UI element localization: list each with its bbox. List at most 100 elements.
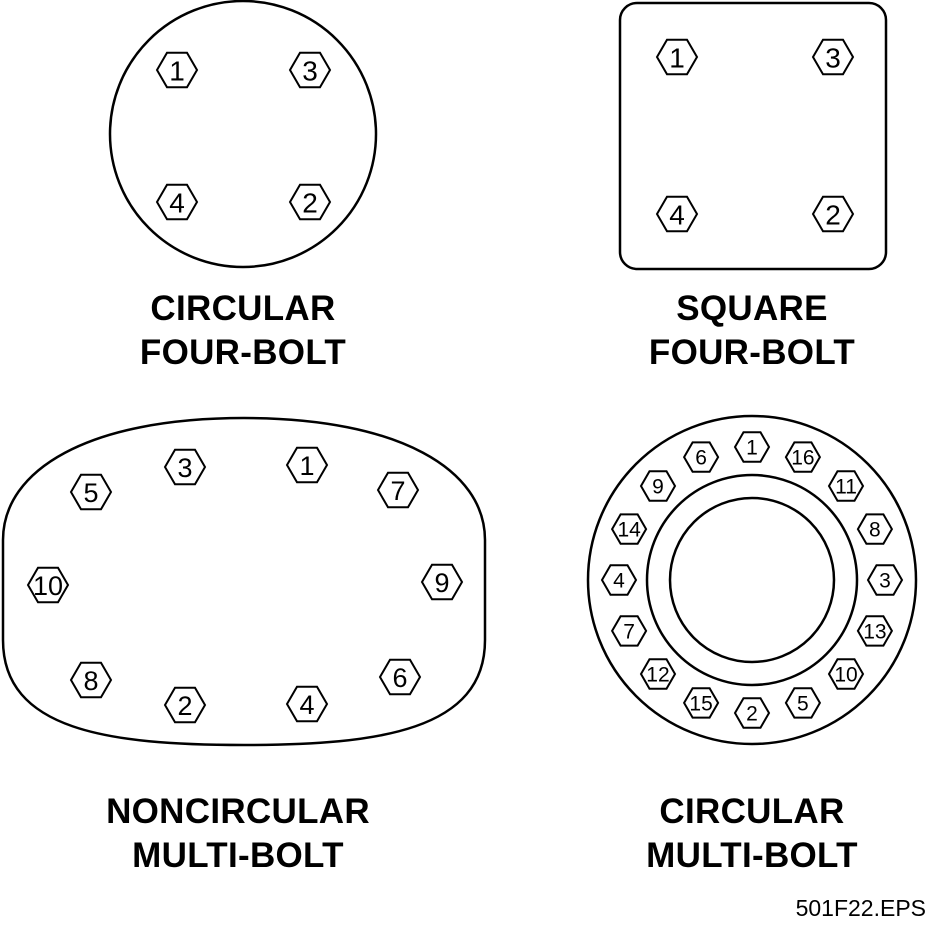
bolt-number: 8 xyxy=(83,666,98,696)
bolt-12: 12 xyxy=(639,658,677,690)
hex-bolt-icon xyxy=(811,195,855,233)
bolt-13: 13 xyxy=(856,615,894,647)
bolt-2: 2 xyxy=(288,183,332,221)
bolt-number: 11 xyxy=(835,475,857,498)
caption-circular-four-bolt: CIRCULAR FOUR-BOLT xyxy=(93,287,393,375)
bolt-number: 4 xyxy=(169,188,185,219)
hex-bolt-icon xyxy=(610,513,648,545)
caption-line-2: MULTI-BOLT xyxy=(132,836,344,875)
hex-bolt-icon xyxy=(811,38,855,76)
hex-bolt-icon xyxy=(69,661,113,699)
hex-bolt-icon xyxy=(639,658,677,690)
circular-four-bolt-flange xyxy=(108,0,378,269)
caption-line-2: FOUR-BOLT xyxy=(648,333,856,372)
bolt-number: 1 xyxy=(299,451,314,481)
bolt-4: 4 xyxy=(285,685,329,723)
bolt-4: 4 xyxy=(655,195,699,233)
hex-bolt-icon xyxy=(733,697,771,729)
bolt-number: 9 xyxy=(434,568,449,598)
bolt-6: 6 xyxy=(378,658,422,696)
hex-bolt-icon xyxy=(420,563,464,601)
hex-bolt-icon xyxy=(827,658,865,690)
square-four-bolt-flange xyxy=(618,1,888,271)
bolt-8: 8 xyxy=(69,661,113,699)
bolt-10: 10 xyxy=(26,566,70,604)
hex-bolt-icon xyxy=(610,615,648,647)
hex-bolt-icon xyxy=(378,658,422,696)
hex-bolt-icon xyxy=(682,441,720,473)
bolt-number: 3 xyxy=(302,56,318,87)
bolt-number: 15 xyxy=(689,692,712,715)
bolt-11: 11 xyxy=(827,470,865,502)
bolt-number: 3 xyxy=(177,453,192,483)
bolt-number: 10 xyxy=(33,571,63,601)
bolt-number: 12 xyxy=(646,664,669,687)
bolt-3: 3 xyxy=(288,51,332,89)
bolt-2: 2 xyxy=(163,686,207,724)
caption-circular-multi-bolt: CIRCULAR MULTI-BOLT xyxy=(597,790,907,878)
hex-bolt-icon xyxy=(856,513,894,545)
caption-line-1: SQUARE xyxy=(676,289,828,328)
bolt-1: 1 xyxy=(655,38,699,76)
bolt-7: 7 xyxy=(610,615,648,647)
bolt-number: 1 xyxy=(746,437,758,460)
bolt-1: 1 xyxy=(733,431,771,463)
circular-multi-bolt-outer-ring xyxy=(586,414,918,746)
bolt-4: 4 xyxy=(155,183,199,221)
bolt-number: 8 xyxy=(869,519,881,542)
bolt-14: 14 xyxy=(610,513,648,545)
bolt-10: 10 xyxy=(827,658,865,690)
bolt-7: 7 xyxy=(376,471,420,509)
caption-square-four-bolt: SQUARE FOUR-BOLT xyxy=(602,287,902,375)
hex-bolt-icon xyxy=(639,470,677,502)
bolt-3: 3 xyxy=(811,38,855,76)
bolt-number: 4 xyxy=(613,570,625,593)
bolt-2: 2 xyxy=(811,195,855,233)
hex-bolt-icon xyxy=(285,446,329,484)
caption-line-1: CIRCULAR xyxy=(150,289,336,328)
hex-bolt-icon xyxy=(285,685,329,723)
noncircular-multi-bolt-flange xyxy=(1,416,487,747)
caption-line-1: NONCIRCULAR xyxy=(106,792,370,831)
bolt-9: 9 xyxy=(639,470,677,502)
bolt-number: 3 xyxy=(825,43,841,74)
hex-bolt-icon xyxy=(733,431,771,463)
hex-bolt-icon xyxy=(155,183,199,221)
bolt-8: 8 xyxy=(856,513,894,545)
bolt-3: 3 xyxy=(163,448,207,486)
bolt-9: 9 xyxy=(420,563,464,601)
hex-bolt-icon xyxy=(784,687,822,719)
circular-multi-bolt-inner-bore xyxy=(668,496,836,664)
hex-bolt-icon xyxy=(288,51,332,89)
bolt-1: 1 xyxy=(155,51,199,89)
bolt-number: 2 xyxy=(746,703,758,726)
bolt-5: 5 xyxy=(784,687,822,719)
bolt-number: 6 xyxy=(392,663,407,693)
hex-bolt-icon xyxy=(827,470,865,502)
hex-bolt-icon xyxy=(856,615,894,647)
bolt-number: 1 xyxy=(669,43,685,74)
bolt-number: 1 xyxy=(169,56,185,87)
bolt-number: 10 xyxy=(834,664,857,687)
hex-bolt-icon xyxy=(69,473,113,511)
bolt-3: 3 xyxy=(866,564,904,596)
bolt-5: 5 xyxy=(69,473,113,511)
hex-bolt-icon xyxy=(682,687,720,719)
bolt-number: 2 xyxy=(302,188,318,219)
circular-multi-bolt-middle-ring xyxy=(645,473,859,687)
bolt-number: 13 xyxy=(863,620,886,643)
hex-bolt-icon xyxy=(288,183,332,221)
bolt-number: 5 xyxy=(797,692,809,715)
caption-noncircular-multi-bolt: NONCIRCULAR MULTI-BOLT xyxy=(58,790,418,878)
bolt-number: 16 xyxy=(791,447,814,470)
bolt-15: 15 xyxy=(682,687,720,719)
hex-bolt-icon xyxy=(163,448,207,486)
bolt-number: 4 xyxy=(669,200,685,231)
bolt-number: 9 xyxy=(652,475,664,498)
hex-bolt-icon xyxy=(600,564,638,596)
bolt-number: 5 xyxy=(83,478,98,508)
caption-line-2: FOUR-BOLT xyxy=(139,333,347,372)
bolt-4: 4 xyxy=(600,564,638,596)
hex-bolt-icon xyxy=(155,51,199,89)
